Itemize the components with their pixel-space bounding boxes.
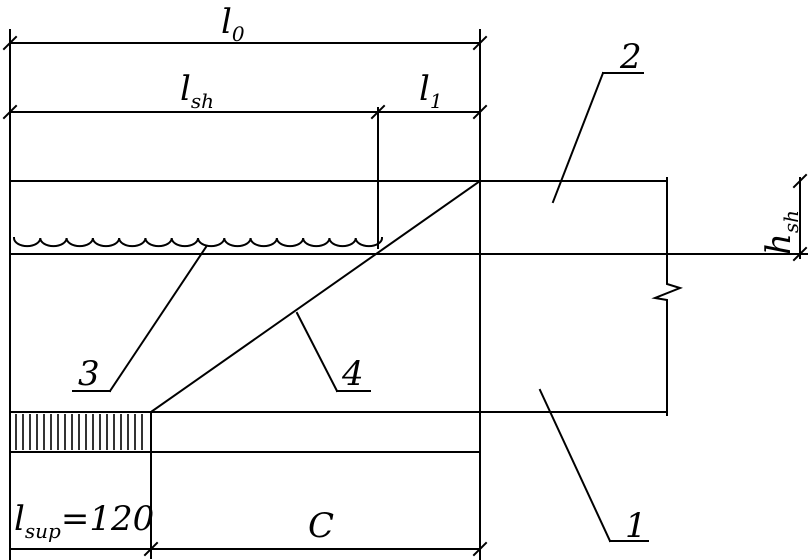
label-lsup: lsup=120 <box>14 499 154 543</box>
diagonal-bar <box>149 179 482 414</box>
label-l0: l0 <box>221 2 245 46</box>
dimension-l0 <box>2 35 488 51</box>
shear-reinforcement-scallops <box>12 236 384 248</box>
beam-outline <box>9 29 808 560</box>
dimension-hsh <box>792 173 808 262</box>
callout-leader-4 <box>295 311 371 393</box>
label-l1: l1 <box>419 69 443 113</box>
callout-leader-2 <box>551 71 644 204</box>
callout-1: 1 <box>625 506 647 546</box>
break-line <box>651 177 684 416</box>
support-hatching <box>15 414 143 450</box>
callout-3: 3 <box>78 354 100 394</box>
callout-leader-1 <box>538 388 649 543</box>
dimension-bottom <box>9 541 488 557</box>
label-lsh: lsh <box>180 69 214 113</box>
callout-leader-3 <box>72 245 208 393</box>
callout-4: 4 <box>341 354 364 394</box>
dimension-lsh-l1 <box>2 104 488 120</box>
label-c: C <box>308 506 334 546</box>
label-hsh: hsh <box>759 210 803 255</box>
callout-2: 2 <box>619 37 642 77</box>
